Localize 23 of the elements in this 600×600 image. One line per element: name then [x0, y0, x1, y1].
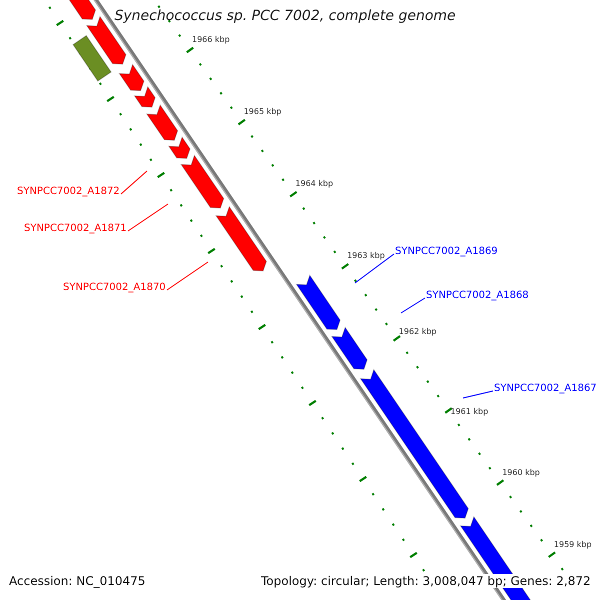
gene-label: SYNPCC7002_A1869 — [395, 246, 498, 258]
leader-line — [166, 262, 208, 290]
leader-line — [462, 390, 494, 398]
tick-label: 1959 kbp — [554, 540, 592, 550]
genome-stats-text: Topology: circular; Length: 3,008,047 bp; Genes: 2,872 — [261, 574, 591, 588]
leader-line — [128, 204, 168, 232]
tick-label: 1961 kbp — [450, 406, 488, 416]
tick-label: 1963 kbp — [347, 251, 385, 261]
tick-label: 1966 kbp — [192, 35, 230, 45]
gene-label: SYNPCC7002_A1870 — [63, 282, 166, 294]
gene-label: SYNPCC7002_A1871 — [24, 223, 127, 235]
tick-label: 1965 kbp — [244, 107, 282, 117]
gene-label: SYNPCC7002_A1867 — [494, 383, 597, 395]
gene-label: SYNPCC7002_A1868 — [426, 290, 529, 302]
accession-text: Accession: NC_010475 — [9, 574, 146, 588]
title: Synechococcus sp. PCC 7002, complete genome — [114, 8, 456, 25]
leader-line — [354, 254, 394, 284]
tick-label: 1964 kbp — [295, 179, 334, 189]
leader-line — [400, 298, 426, 314]
tick-label: 1960 kbp — [502, 468, 540, 478]
tick-label: 1962 kbp — [398, 327, 436, 337]
leader-line — [120, 170, 148, 194]
gene-label: SYNPCC7002_A1872 — [17, 186, 120, 198]
